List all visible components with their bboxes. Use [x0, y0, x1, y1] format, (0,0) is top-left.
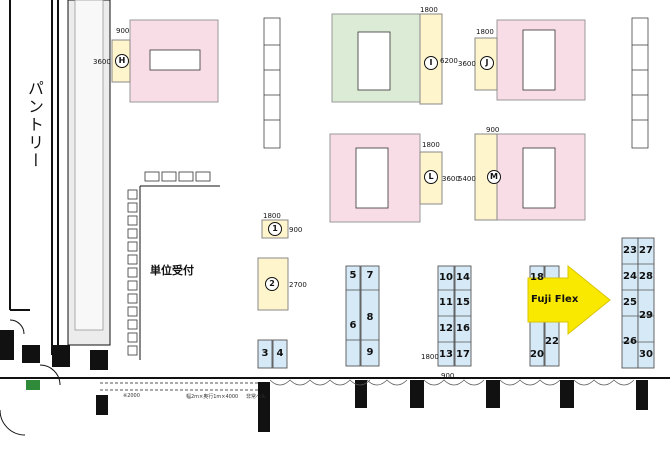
dimension-label: 1800	[476, 28, 494, 36]
booth-number-4: 4	[276, 348, 284, 359]
booth-number-27: 27	[639, 245, 653, 256]
booth-number-6: 6	[349, 320, 357, 331]
booth-marker-l: L	[424, 170, 438, 184]
booth-number-16: 16	[456, 323, 470, 334]
booth-marker-1: 1	[268, 222, 282, 236]
booth-number-15: 15	[456, 297, 470, 308]
dimension-label: 3600	[93, 58, 111, 66]
dimension-label: 3600	[458, 60, 476, 68]
booth-number-14: 14	[456, 272, 470, 283]
booth-number-26: 26	[623, 336, 637, 347]
booth-number-30: 30	[639, 349, 653, 360]
booth-marker-h: H	[115, 54, 129, 68]
booth-number-7: 7	[366, 270, 374, 281]
dimension-label: 1800	[420, 6, 438, 14]
booth-marker-i: I	[424, 56, 438, 70]
booth-number-3: 3	[261, 348, 269, 359]
dimension-label: 1800	[263, 212, 281, 220]
booth-marker-m: M	[487, 170, 501, 184]
booth-number-8: 8	[366, 312, 374, 323]
booth-number-5: 5	[349, 270, 357, 281]
dimension-label: 900	[441, 372, 455, 380]
booth-number-11: 11	[439, 297, 453, 308]
dimension-label: 900	[116, 27, 130, 35]
booth-marker-2: 2	[265, 277, 279, 291]
booth-number-17: 17	[456, 349, 470, 360]
booth-number-20: 20	[530, 349, 544, 360]
dimension-label: 1800	[422, 141, 440, 149]
registration-label: 単位受付	[150, 264, 194, 277]
note-label: 非常ベル	[246, 394, 267, 400]
dimension-label: 3600	[442, 175, 460, 183]
dimension-label: 2700	[289, 281, 307, 289]
note-label: ※2000	[123, 393, 140, 399]
pantry-label: パントリー	[25, 80, 44, 170]
booth-number-29: 29	[639, 310, 653, 321]
dimension-label: 900	[289, 226, 303, 234]
dimension-label: 6200	[440, 57, 458, 65]
dimension-label: 1800	[421, 353, 439, 361]
booth-number-25: 25	[623, 297, 637, 308]
dimension-label: 900	[486, 126, 500, 134]
booth-number-23: 23	[623, 245, 637, 256]
booth-number-22: 22	[545, 336, 559, 347]
note-label: 幅2m×奥行1m×4000	[186, 394, 239, 400]
fuji-flex-label: Fuji Flex	[531, 294, 579, 305]
booth-number-28: 28	[639, 271, 653, 282]
booth-marker-j: J	[480, 56, 494, 70]
booth-number-10: 10	[439, 272, 453, 283]
dimension-label: 5400	[458, 175, 476, 183]
booth-number-18: 18	[530, 272, 544, 283]
booth-number-13: 13	[439, 349, 453, 360]
booth-number-9: 9	[366, 347, 374, 358]
booth-number-12: 12	[439, 323, 453, 334]
booth-number-24: 24	[623, 271, 637, 282]
